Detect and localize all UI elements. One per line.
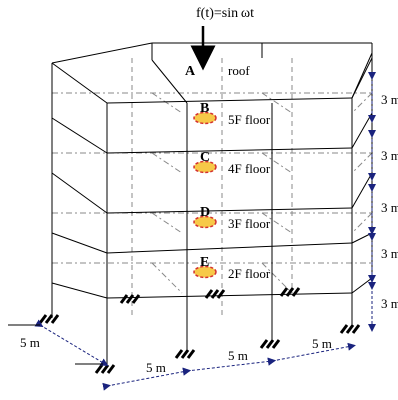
point-a-id: A [185, 64, 196, 79]
point-e-label: 2F floor [228, 266, 271, 281]
story-dim-2: 3 m [381, 148, 398, 163]
point-d-label: 3F floor [228, 216, 271, 231]
story-dim-1: 3 m [381, 92, 398, 107]
sensor-e [193, 265, 217, 279]
story-dim-4: 3 m [381, 246, 398, 261]
point-e-id: E [200, 255, 209, 270]
sensor-c [193, 160, 217, 174]
hidden-columns [131, 58, 293, 318]
sensors [193, 111, 217, 279]
point-b-label: 5F floor [228, 112, 271, 127]
story-dim-3: 3 m [381, 200, 398, 215]
bay-dim-3: 5 m [312, 336, 332, 351]
point-d-id: D [200, 205, 210, 220]
fixed-supports [38, 287, 361, 374]
point-b-id: B [200, 101, 209, 116]
point-c-id: C [200, 150, 210, 165]
point-a-label: roof [228, 63, 250, 78]
sensor-d [193, 215, 217, 229]
bay-dim-2: 5 m [228, 348, 248, 363]
sensor-b [193, 111, 217, 125]
frame-solid [51, 42, 373, 368]
point-c-label: 4F floor [228, 161, 271, 176]
bay-dim-1: 5 m [146, 360, 166, 375]
load-label: f(t)=sin ωt [196, 6, 254, 21]
bay-dimensions [34, 319, 356, 391]
hidden-lines [52, 92, 373, 294]
story-dim-5: 3 m [381, 296, 398, 311]
depth-dim: 5 m [20, 335, 40, 350]
